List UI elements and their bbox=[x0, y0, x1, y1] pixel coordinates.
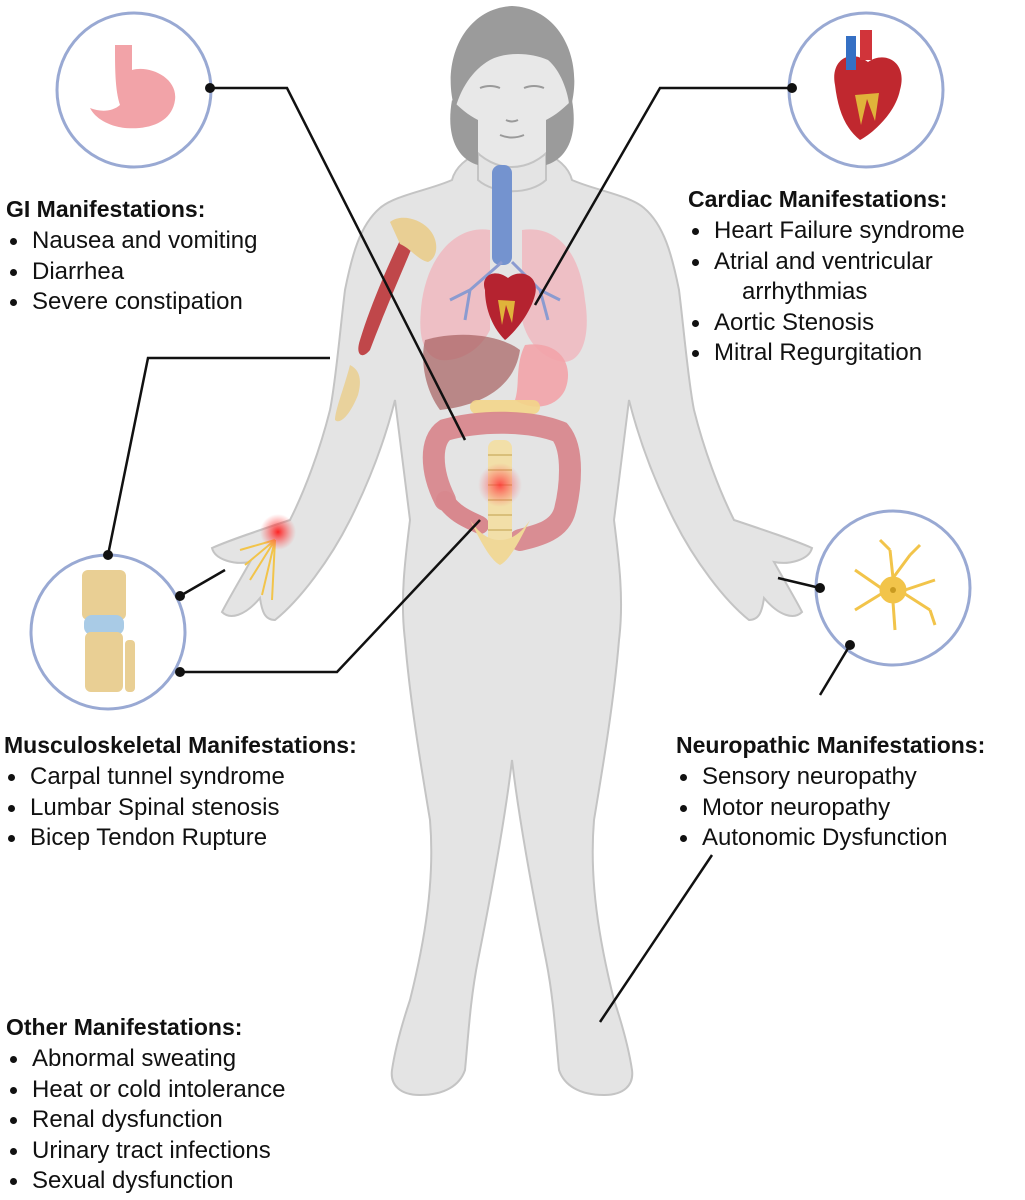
list-item: Abnormal sweating bbox=[6, 1044, 285, 1075]
gi-list: Nausea and vomiting Diarrhea Severe cons… bbox=[6, 226, 257, 318]
stomach-icon bbox=[90, 45, 176, 129]
musculoskeletal-list: Carpal tunnel syndrome Lumbar Spinal ste… bbox=[4, 762, 357, 854]
lumbar-connector bbox=[180, 519, 481, 674]
bicep-connector bbox=[106, 356, 330, 556]
humerus-bone bbox=[390, 217, 437, 262]
trachea bbox=[492, 165, 512, 265]
internal-organs bbox=[239, 165, 587, 601]
bronchi bbox=[449, 260, 561, 321]
connector-lines bbox=[106, 86, 852, 1023]
list-item: Bicep Tendon Rupture bbox=[4, 823, 357, 854]
autonomic-connector bbox=[598, 854, 714, 1023]
pelvis bbox=[470, 520, 530, 565]
hair-side bbox=[450, 100, 574, 165]
list-item: Carpal tunnel syndrome bbox=[4, 762, 357, 793]
gi-title: GI Manifestations: bbox=[6, 196, 206, 222]
list-item: Atrial and ventricular bbox=[688, 247, 965, 278]
musculoskeletal-title: Musculoskeletal Manifestations: bbox=[4, 732, 357, 758]
human-figure bbox=[210, 6, 814, 1097]
other-list: Abnormal sweating Heat or cold intoleran… bbox=[6, 1044, 285, 1197]
neuron-callout bbox=[814, 509, 972, 667]
lumbar-pain-glow bbox=[478, 463, 522, 507]
gi-manifestations: GI Manifestations: Nausea and vomiting D… bbox=[6, 194, 257, 318]
heart-callout bbox=[787, 11, 945, 169]
neuropathic-manifestations: Neuropathic Manifestations: Sensory neur… bbox=[676, 730, 985, 854]
list-item: Lumbar Spinal stenosis bbox=[4, 793, 357, 824]
pancreas bbox=[470, 400, 540, 414]
other-title: Other Manifestations: bbox=[6, 1014, 243, 1040]
list-item: Severe constipation bbox=[6, 287, 257, 318]
heart-vessels bbox=[498, 300, 515, 325]
hand-nerves bbox=[239, 539, 276, 601]
neuron-icon bbox=[854, 538, 937, 631]
bicep-muscle bbox=[358, 230, 415, 356]
connector-dots bbox=[103, 83, 855, 677]
list-item: Motor neuropathy bbox=[676, 793, 985, 824]
heart-icon bbox=[834, 30, 902, 140]
neuron-connector bbox=[818, 644, 852, 696]
knee-joint-icon bbox=[82, 570, 135, 692]
list-item: Urinary tract infections bbox=[6, 1136, 285, 1167]
cardiac-manifestations: Cardiac Manifestations: Heart Failure sy… bbox=[688, 184, 965, 369]
list-item: Sensory neuropathy bbox=[676, 762, 985, 793]
list-item: Heart Failure syndrome bbox=[688, 216, 965, 247]
wrist-connector bbox=[179, 568, 226, 598]
list-item: Autonomic Dysfunction bbox=[676, 823, 985, 854]
list-item: Sexual dysfunction bbox=[6, 1166, 285, 1197]
liver bbox=[423, 334, 520, 410]
cardiac-title: Cardiac Manifestations: bbox=[688, 186, 948, 212]
musculoskeletal-manifestations: Musculoskeletal Manifestations: Carpal t… bbox=[4, 730, 357, 854]
stomach-organ bbox=[515, 344, 569, 407]
list-item: Aortic Stenosis bbox=[688, 308, 965, 339]
list-item: Renal dysfunction bbox=[6, 1105, 285, 1136]
hair bbox=[450, 6, 575, 110]
hand-neuro-connector bbox=[777, 576, 821, 590]
large-intestine bbox=[422, 411, 581, 551]
knee-callout bbox=[29, 553, 187, 711]
list-item: Diarrhea bbox=[6, 257, 257, 288]
list-item: Mitral Regurgitation bbox=[688, 338, 965, 369]
cardiac-list: Heart Failure syndrome Atrial and ventri… bbox=[688, 216, 965, 369]
neuropathic-title: Neuropathic Manifestations: bbox=[676, 732, 986, 758]
list-item: Nausea and vomiting bbox=[6, 226, 257, 257]
wrist-pain-glow bbox=[260, 514, 296, 550]
cardiac-connector bbox=[533, 86, 792, 306]
left-lung bbox=[420, 229, 490, 361]
list-item-continuation: arrhythmias bbox=[742, 278, 868, 305]
face-features bbox=[479, 85, 545, 139]
gi-connector bbox=[210, 86, 467, 441]
list-item: Heat or cold intolerance bbox=[6, 1075, 285, 1106]
stomach-callout bbox=[55, 11, 213, 169]
other-manifestations: Other Manifestations: Abnormal sweating … bbox=[6, 1012, 285, 1197]
neuropathic-list: Sensory neuropathy Motor neuropathy Auto… bbox=[676, 762, 985, 854]
forearm-bone bbox=[335, 365, 360, 422]
